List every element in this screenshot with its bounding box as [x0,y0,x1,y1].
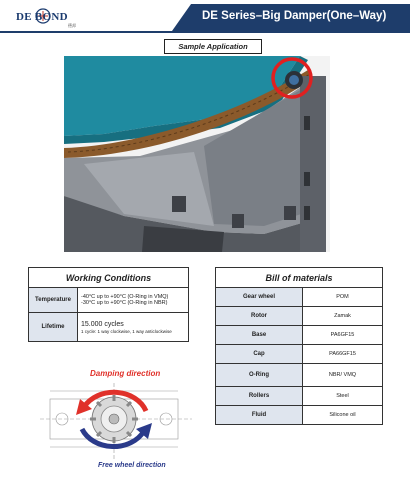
temperature-line-nbr: -30°C up to +90°C (O-Ring in NBR) [81,300,168,306]
part-name: Base [215,325,303,345]
part-material: Steel [302,386,383,406]
part-name: Cap [215,344,303,364]
damper-direction-diagram [36,377,196,463]
table-row: Base PA6GF15 [215,325,383,345]
table-row: Rotor Zamak [215,306,383,326]
lifetime-cycles: 15.000 cycles [81,320,124,328]
free-wheel-direction-label: Free wheel direction [98,462,166,469]
damping-arrow-icon [81,389,149,413]
part-name: O-Ring [215,363,303,387]
sample-application-image [64,56,330,252]
logo-mark-icon [35,8,51,24]
title-banner: DE Series–Big Damper(One–Way) [172,4,410,31]
logo-subtext: 德邦 [68,23,76,28]
free-wheel-arrow-icon [79,427,147,450]
page-header: DE BOND 德邦 DE Series–Big Damper(One–Way) [0,0,410,34]
part-material: PA66GF15 [302,344,383,364]
header-divider [0,31,410,33]
part-material: Silicone oil [302,405,383,425]
part-name: Rotor [215,306,303,326]
part-name: Rollers [215,386,303,406]
part-material: POM [302,287,383,307]
lifetime-note: 1 cycle: 1 way clockwise, 1 way anticloc… [81,328,172,334]
table-row: Gear wheel POM [215,287,383,307]
temperature-line-vmq: -40°C up to +90°C (O-Ring in VMQ) [81,294,169,300]
sample-application-label: Sample Application [164,39,262,54]
working-conditions-table: Working Conditions Temperature -40°C up … [28,267,189,342]
temperature-label: Temperature [28,287,78,313]
part-material: Zamak [302,306,383,326]
page-title: DE Series–Big Damper(One–Way) [202,10,387,22]
bill-of-materials-table: Bill of materials Gear wheel POM Rotor Z… [215,267,383,425]
part-name: Fluid [215,405,303,425]
part-material: NBR/ VMQ [302,363,383,387]
brand-logo: DE BOND 德邦 [10,4,76,30]
table-row: Fluid Silicone oil [215,405,383,425]
temperature-value: -40°C up to +90°C (O-Ring in VMQ) -30°C … [77,287,189,313]
damping-direction-label: Damping direction [90,369,161,378]
lifetime-value: 15.000 cycles 1 cycle: 1 way clockwise, … [77,312,189,342]
gear-wheel-icon [90,395,138,443]
lifetime-label: Lifetime [28,312,78,342]
logo-text: DE BOND [16,11,68,23]
table-row: Cap PA66GF15 [215,344,383,364]
part-material: PA6GF15 [302,325,383,345]
part-name: Gear wheel [215,287,303,307]
table-row: Rollers Steel [215,386,383,406]
table-row: O-Ring NBR/ VMQ [215,363,383,387]
bill-of-materials-title: Bill of materials [215,267,383,288]
working-conditions-title: Working Conditions [28,267,189,288]
